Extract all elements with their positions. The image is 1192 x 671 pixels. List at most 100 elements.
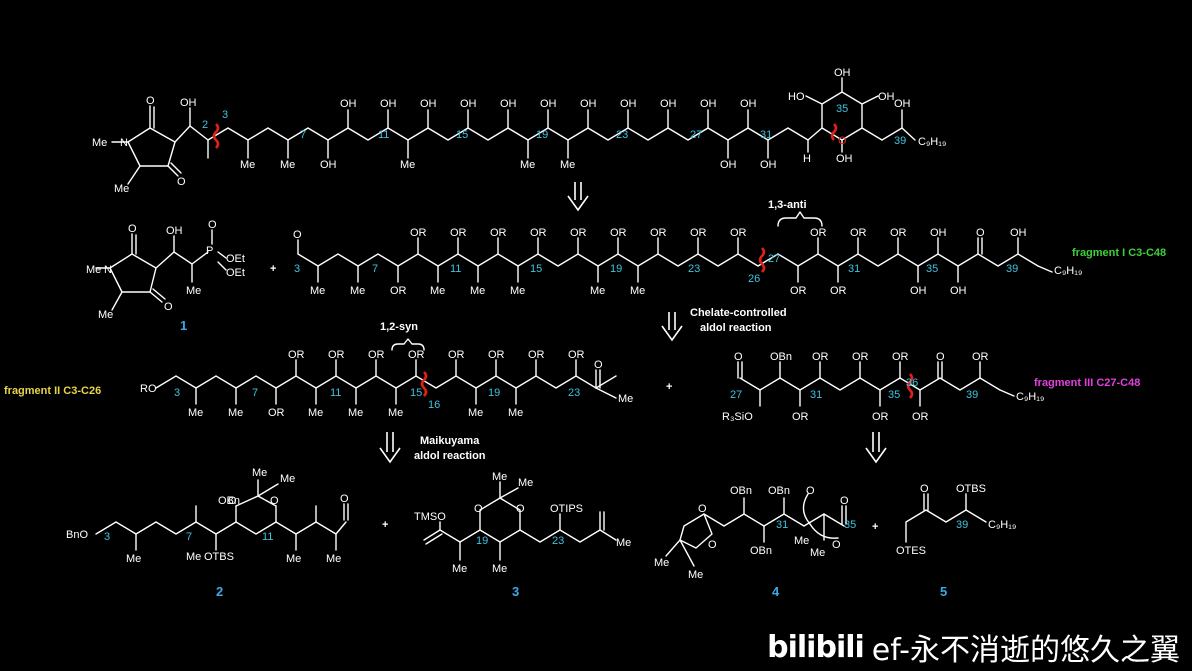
svg-text:O: O [840,495,849,507]
svg-text:27: 27 [768,253,780,265]
svg-text:RO: RO [140,383,157,395]
compound-4-locants: 31 35 [776,519,856,531]
svg-text:OR: OR [730,227,747,239]
svg-text:7: 7 [186,531,192,543]
svg-text:OH: OH [1010,227,1027,239]
label-maik-2: aldol reaction [414,450,486,462]
svg-text:OR: OR [328,349,345,361]
label-chelate-2: aldol reaction [700,322,772,334]
svg-text:Me: Me [186,285,201,297]
compound-5-structure [905,493,987,543]
compound-5-labels: O OTBS OTES C₉H₁₉ 5 [896,483,1016,599]
svg-text:OR: OR [650,227,667,239]
svg-text:Me: Me [590,285,605,297]
svg-text:P: P [206,245,213,257]
compound-2-labels: BnO Me Me OBn OTBS O O Me Me Me Me O 2 [66,467,349,599]
label-chelate-1: Chelate-controlled [690,307,787,319]
svg-text:23: 23 [616,129,628,141]
svg-text:O: O [293,229,302,241]
svg-text:OR: OR [792,411,809,423]
svg-text:OR: OR [528,349,545,361]
svg-text:Me: Me [630,285,645,297]
svg-text:O: O [146,95,155,107]
svg-text:15: 15 [530,263,542,275]
svg-text:OH: OH [836,153,853,165]
svg-text:OR: OR [390,285,407,297]
svg-text:Me: Me [388,407,403,419]
svg-text:OR: OR [790,285,807,297]
svg-text:Me: Me [492,563,507,575]
svg-text:OR: OR [368,349,385,361]
svg-text:11: 11 [450,263,461,275]
svg-text:O: O [838,135,847,147]
retro-arrow-1 [567,182,589,212]
svg-text:Me: Me [688,569,703,581]
svg-text:O: O [796,91,805,103]
svg-text:31: 31 [848,263,860,275]
svg-text:O: O [976,227,985,239]
target-locants: 2 3 7 11 15 19 23 27 31 35 39 [202,103,906,147]
svg-text:23: 23 [552,535,564,547]
compound-3-locants: 19 23 [476,535,564,547]
svg-text:Me: Me [126,553,141,565]
svg-text:31: 31 [810,389,822,401]
svg-text:11: 11 [262,531,273,543]
svg-text:OH: OH [380,98,397,110]
compound-4-labels: O O Me Me OBn OBn OBn O Me Me O O 4 [654,485,849,599]
svg-text:OBn: OBn [770,351,792,363]
svg-text:36: 36 [906,377,918,389]
label-1-2-syn: 1,2-syn [380,321,418,333]
svg-text:OR: OR [890,227,907,239]
retro-arrow-4 [865,432,887,464]
retro-arrow-2 [661,312,683,342]
svg-text:35: 35 [926,263,938,275]
svg-text:O: O [806,485,815,497]
svg-text:O: O [474,503,483,515]
svg-text:Me: Me [616,537,631,549]
svg-text:OBn: OBn [750,545,772,557]
svg-text:7: 7 [372,263,378,275]
fragment-I-locants: 3 7 11 15 19 23 26 27 31 35 39 [294,253,1018,285]
svg-text:Me: Me [618,393,633,405]
svg-text:Me: Me [470,285,485,297]
compound-number-2: 2 [216,584,223,599]
svg-text:OH: OH [580,98,597,110]
svg-text:7: 7 [300,129,306,141]
svg-text:O: O [594,359,603,371]
svg-text:OR: OR [450,227,467,239]
svg-text:O: O [270,495,279,507]
fragment-II-structure [155,338,617,405]
svg-text:Me: Me [492,471,507,483]
svg-text:OR: OR [490,227,507,239]
compound-number-1: 1 [180,318,187,333]
svg-text:Me: Me [510,285,525,297]
svg-text:O: O [177,176,186,188]
svg-text:11: 11 [378,129,389,141]
svg-text:23: 23 [688,263,700,275]
svg-text:35: 35 [844,519,856,531]
bilibili-logo: bilibili [767,629,865,665]
svg-text:Me: Me [520,159,535,171]
svg-text:Me: Me [518,477,533,489]
svg-text:OR: OR [408,349,425,361]
svg-text:19: 19 [610,263,622,275]
svg-text:7: 7 [252,387,258,399]
svg-text:OR: OR [448,349,465,361]
svg-text:Me: Me [348,407,363,419]
svg-text:35: 35 [836,103,848,115]
svg-text:OTBS: OTBS [204,551,234,563]
fragment-III-labels: O R₃SiO OBn OR OR OR OR OR OR O OR C₉H₁₉ [722,351,1044,423]
svg-text:Me: Me [308,407,323,419]
compound-1-structure [95,229,227,311]
svg-text:OR: OR [268,407,285,419]
svg-text:OR: OR [288,349,305,361]
svg-text:OH: OH [834,67,851,79]
fragment-II-locants: 3 7 11 15 16 19 23 [174,387,580,411]
svg-text:O: O [936,351,945,363]
svg-text:OH: OH [420,98,437,110]
fragment-II-labels: RO Me Me OR OR Me OR Me OR Me OR OR Me O… [140,321,633,419]
svg-text:11: 11 [330,387,341,399]
svg-text:Me: Me [810,547,825,559]
svg-text:N: N [120,137,128,149]
